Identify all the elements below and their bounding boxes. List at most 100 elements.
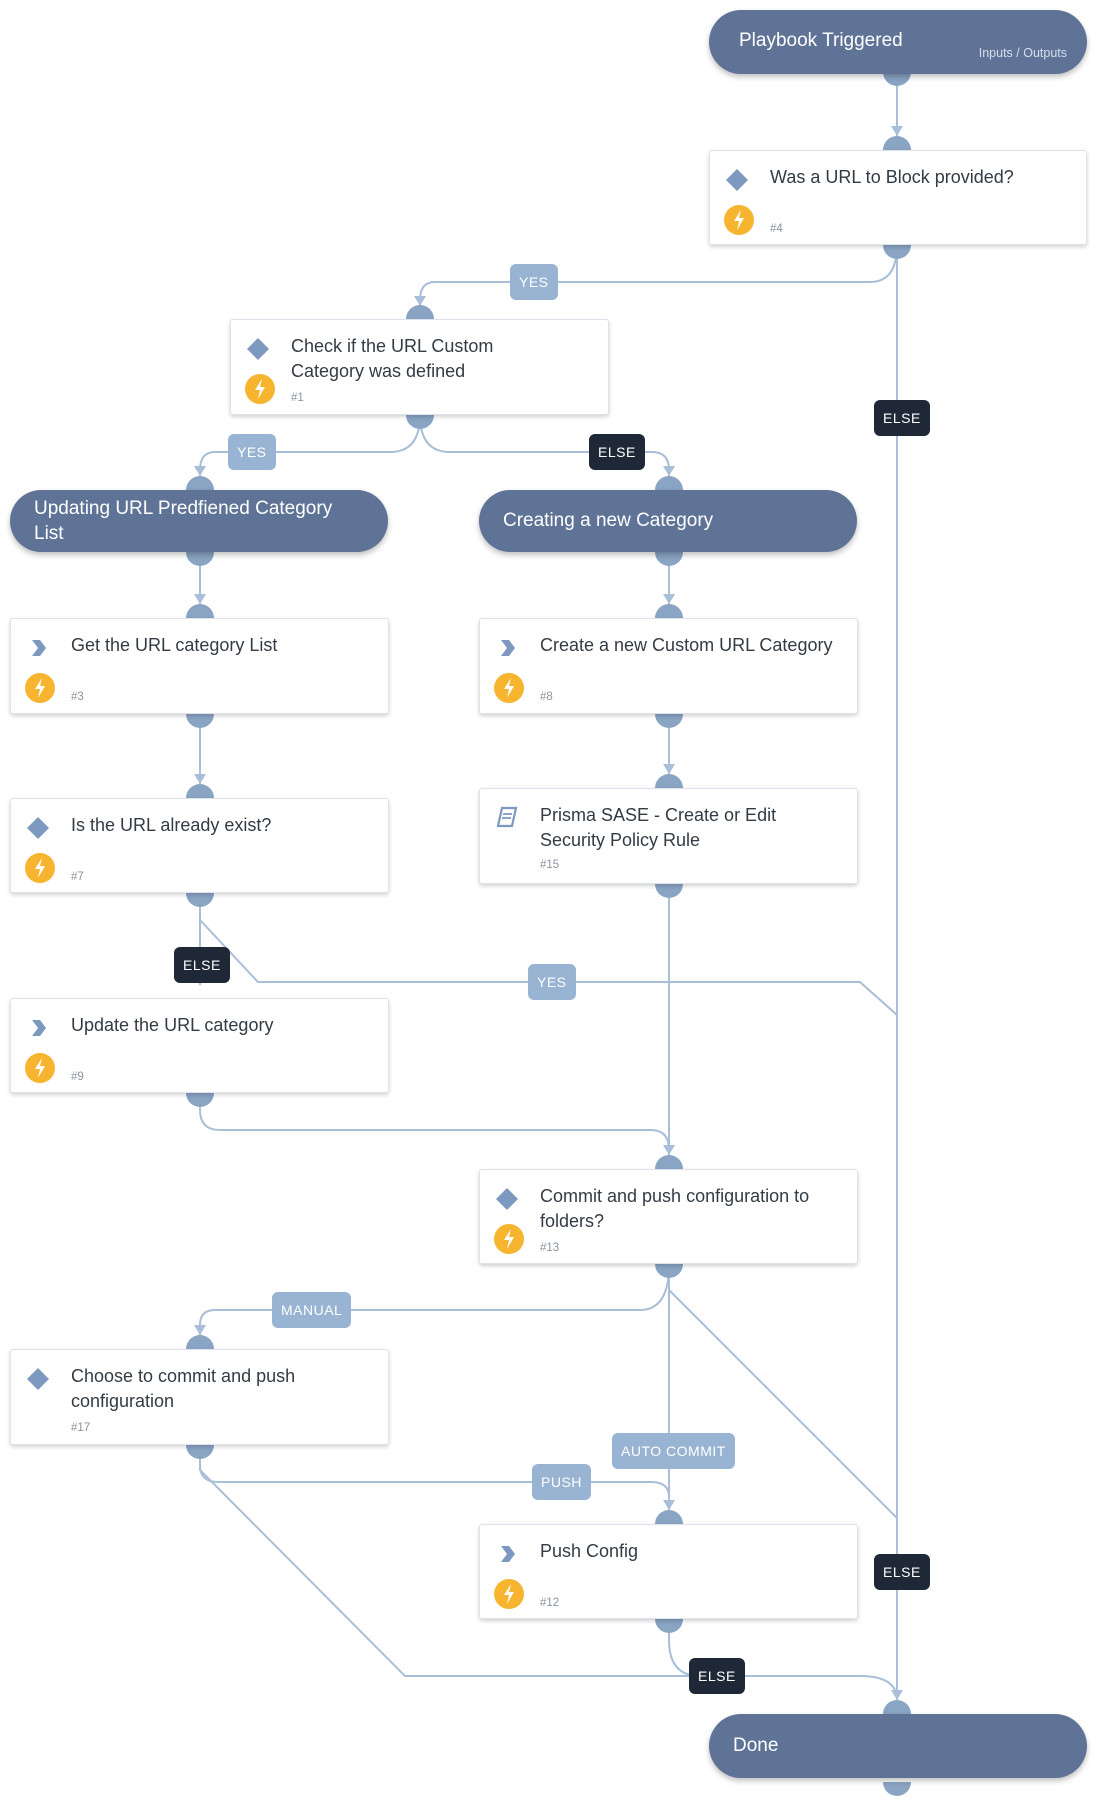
section-title: Updating URL Predfiened Category List <box>34 498 333 544</box>
start-title: Playbook Triggered <box>739 30 903 51</box>
task-12[interactable]: Push Config #12 <box>479 1524 858 1619</box>
task-9[interactable]: Update the URL category #9 <box>10 998 389 1093</box>
branch-label-yes[interactable]: YES <box>510 264 558 300</box>
port-in-12 <box>655 1510 683 1524</box>
edge-13-else-to-done <box>668 1289 898 1700</box>
task-title: Create a new Custom URL Category <box>540 635 833 655</box>
task-number: #9 <box>71 1071 84 1083</box>
port-in-15 <box>655 774 683 788</box>
section-updating[interactable]: Updating URL Predfiened Category List <box>10 490 388 552</box>
chevron-right-icon <box>501 640 515 656</box>
port-out-7 <box>186 893 214 907</box>
branch-label-yes[interactable]: YES <box>528 964 576 1000</box>
arrowhead <box>891 1690 903 1700</box>
task-number: #1 <box>291 392 304 404</box>
lightning-bolt-icon <box>494 1224 524 1254</box>
branch-label-else[interactable]: ELSE <box>874 400 930 436</box>
edge-1-yes-to-updating <box>199 414 421 476</box>
arrowhead <box>663 594 675 604</box>
arrowhead <box>663 1145 675 1155</box>
port-out-updating <box>186 552 214 566</box>
done-title: Done <box>733 1735 779 1756</box>
task-number: #12 <box>540 1597 560 1609</box>
port-in-creating <box>655 476 683 490</box>
task-title: Was a URL to Block provided? <box>770 167 1014 187</box>
task-title: Check if the URL Custom Category was def… <box>291 336 494 381</box>
port-out-3 <box>186 714 214 728</box>
done-node[interactable]: Done <box>709 1714 1087 1778</box>
port-in-4 <box>883 136 911 150</box>
port-out-13 <box>655 1264 683 1278</box>
section-creating[interactable]: Creating a new Category <box>479 490 857 552</box>
arrowhead <box>663 466 675 476</box>
task-title: Choose to commit and push configuration <box>71 1366 296 1411</box>
port-in-3 <box>186 604 214 618</box>
diamond-icon <box>496 1188 518 1210</box>
task-7[interactable]: Is the URL already exist? #7 <box>10 798 389 893</box>
port-out-17 <box>186 1445 214 1459</box>
port-in-1 <box>406 305 434 319</box>
lightning-bolt-icon <box>25 1053 55 1083</box>
branch-label-else[interactable]: ELSE <box>689 1658 745 1694</box>
edge-4-yes-to-1 <box>419 244 898 305</box>
branch-label-yes[interactable]: YES <box>228 434 276 470</box>
chevron-right-icon <box>501 1546 515 1562</box>
lightning-bolt-icon <box>724 205 754 235</box>
task-17[interactable]: Choose to commit and push configuration … <box>10 1349 389 1445</box>
task-13[interactable]: Commit and push configuration to folders… <box>479 1169 858 1264</box>
branch-label-auto-commit[interactable]: AUTO COMMIT <box>612 1433 735 1469</box>
arrowhead <box>194 466 206 476</box>
arrowhead <box>194 1325 206 1335</box>
task-1[interactable]: Check if the URL Custom Category was def… <box>230 319 609 415</box>
task-3[interactable]: Get the URL category List #3 <box>10 618 389 714</box>
branch-label-manual[interactable]: MANUAL <box>272 1292 352 1328</box>
task-number: #8 <box>540 691 553 703</box>
task-8[interactable]: Create a new Custom URL Category #8 <box>479 618 858 714</box>
port-out-start <box>883 72 911 86</box>
task-title: Update the URL category <box>71 1015 274 1035</box>
lightning-bolt-icon <box>494 673 524 703</box>
task-number: #3 <box>71 691 84 703</box>
branch-label-else[interactable]: ELSE <box>589 434 645 470</box>
task-title: Prisma SASE - Create or Edit Security Po… <box>540 805 777 850</box>
task-title: Commit and push configuration to folders… <box>540 1186 810 1231</box>
port-out-12 <box>655 1619 683 1633</box>
task-number: #17 <box>71 1422 91 1434</box>
branch-label-else[interactable]: ELSE <box>174 947 230 983</box>
task-title: Push Config <box>540 1541 639 1561</box>
inputs-outputs-link[interactable]: Inputs / Outputs <box>978 46 1067 60</box>
edge-13-manual-to-17 <box>199 1264 670 1335</box>
port-in-8 <box>655 604 683 618</box>
start-node[interactable]: Playbook Triggered Inputs / Outputs <box>709 10 1087 74</box>
port-out-8 <box>655 714 683 728</box>
port-out-1 <box>406 415 434 429</box>
diamond-icon <box>247 338 269 360</box>
arrowhead <box>194 594 206 604</box>
task-15[interactable]: Prisma SASE - Create or Edit Security Po… <box>479 788 858 884</box>
diamond-icon <box>726 169 748 191</box>
lightning-bolt-icon <box>25 673 55 703</box>
book-icon <box>496 806 518 828</box>
port-out-15 <box>655 884 683 898</box>
task-number: #15 <box>540 859 560 871</box>
section-title: Creating a new Category <box>503 510 714 531</box>
arrowhead <box>891 126 903 136</box>
port-in-done <box>883 1700 911 1714</box>
port-in-13 <box>655 1155 683 1169</box>
arrowhead <box>663 1500 675 1510</box>
port-out-done <box>883 1782 911 1796</box>
task-number: #4 <box>770 223 783 235</box>
task-4[interactable]: Was a URL to Block provided? #4 <box>709 150 1087 245</box>
arrowhead <box>194 774 206 784</box>
lightning-bolt-icon <box>245 374 275 404</box>
task-title: Is the URL already exist? <box>71 815 272 835</box>
branch-label-else[interactable]: ELSE <box>874 1554 930 1590</box>
port-out-9 <box>186 1093 214 1107</box>
diamond-icon <box>27 1368 49 1390</box>
port-in-17 <box>186 1335 214 1349</box>
arrowhead <box>663 764 675 774</box>
branch-label-push[interactable]: PUSH <box>532 1464 591 1500</box>
port-in-7 <box>186 784 214 798</box>
edge-9-to-13 <box>199 1090 670 1155</box>
